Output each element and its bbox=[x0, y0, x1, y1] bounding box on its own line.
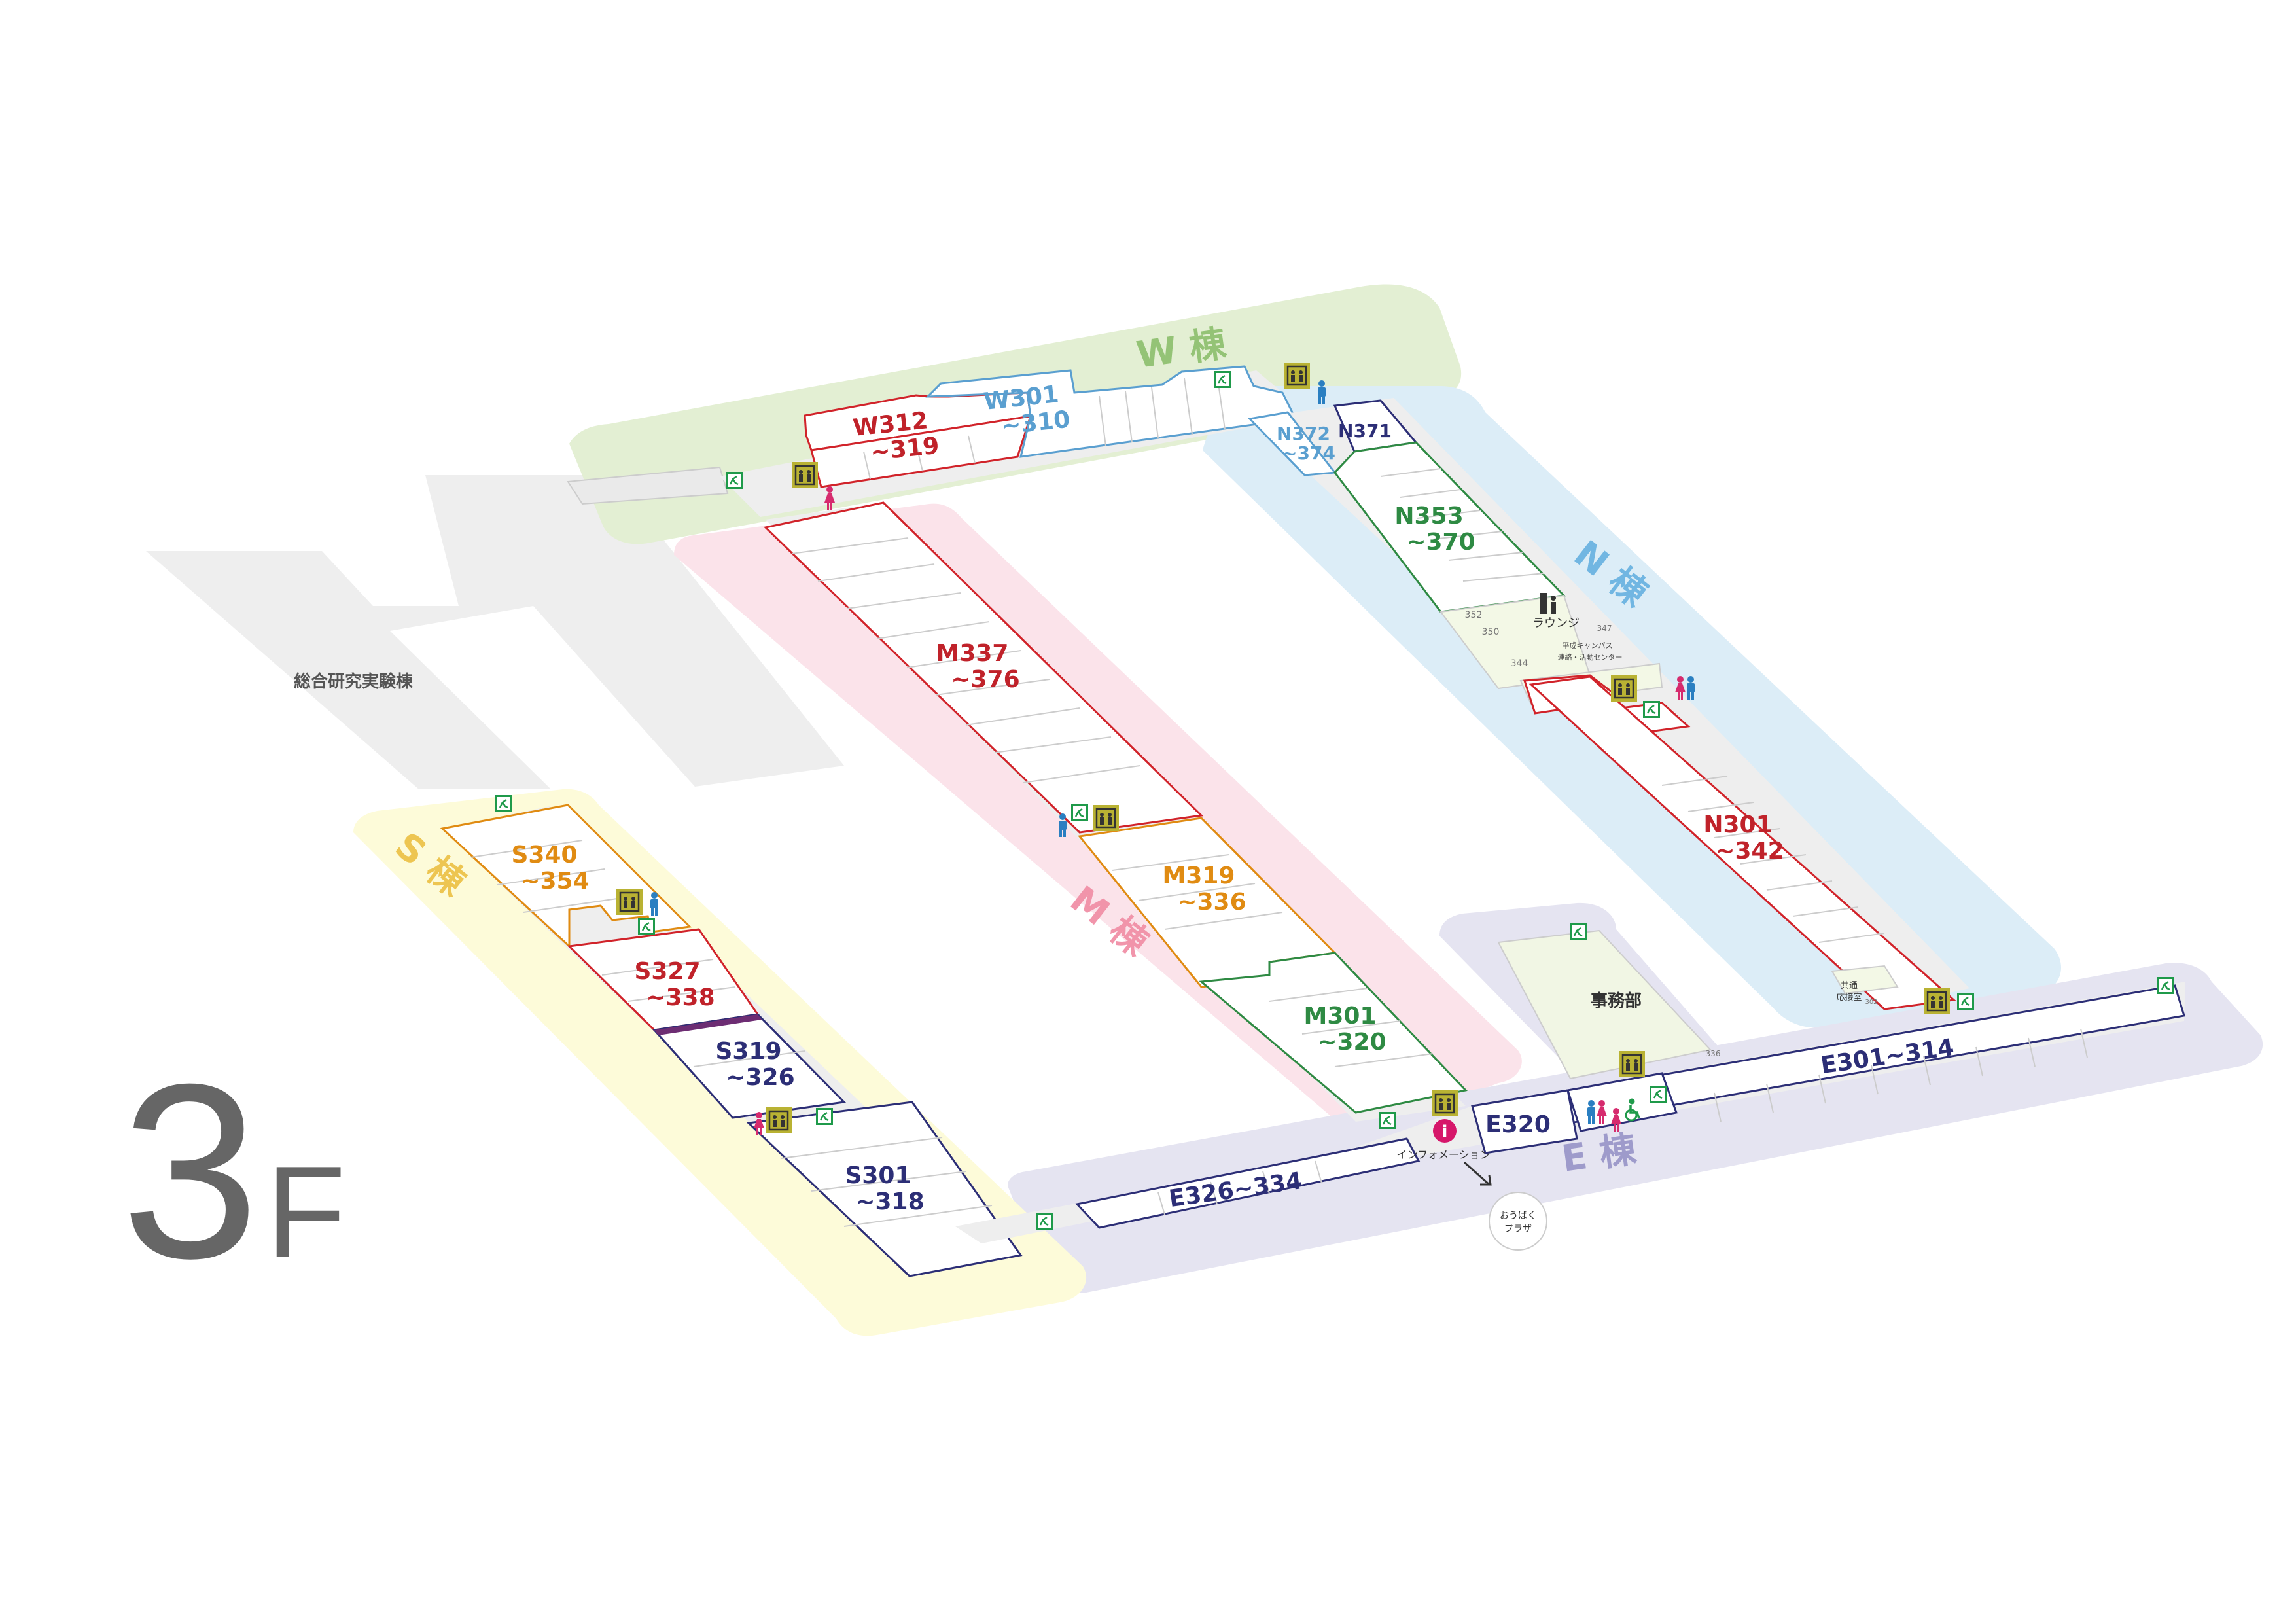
floor-unit: F bbox=[266, 1139, 346, 1285]
info-icon bbox=[1433, 1119, 1457, 1143]
emergency-exit-icon bbox=[1377, 1111, 1397, 1130]
room-e320: E320 bbox=[1485, 1111, 1551, 1138]
emergency-exit-icon bbox=[1956, 991, 1975, 1011]
room-n371: N371 bbox=[1338, 420, 1392, 442]
room-336: 336 bbox=[1706, 1049, 1721, 1058]
emergency-exit-icon bbox=[1070, 803, 1089, 823]
emergency-exit-icon bbox=[1642, 700, 1661, 719]
room-347: 347 bbox=[1597, 624, 1612, 633]
elevator-icon bbox=[1282, 361, 1311, 390]
office-block bbox=[1497, 929, 1712, 1080]
room-labels: W312~319 W301~310 N372~374 N371 N353~370… bbox=[511, 381, 1955, 1215]
emergency-exit-icon bbox=[1034, 1211, 1054, 1231]
h-building-shape bbox=[146, 475, 844, 789]
campus-label-1: 平成キャンパス bbox=[1563, 641, 1613, 650]
plaza-label-1: おうばく bbox=[1500, 1211, 1536, 1221]
elevator-icon bbox=[615, 887, 644, 916]
information-point: i インフォメーション bbox=[1396, 1119, 1492, 1186]
emergency-exit-icon bbox=[1212, 370, 1232, 389]
stairs-icon bbox=[1540, 593, 1556, 614]
elevator-icon bbox=[1922, 987, 1951, 1016]
elevator-icon bbox=[764, 1106, 793, 1135]
oubaku-plaza: おうばく プラザ bbox=[1489, 1192, 1547, 1251]
e-wing-label: E 棟 bbox=[1559, 1128, 1640, 1181]
emergency-exit-icon bbox=[2156, 976, 2176, 995]
floor-label: 3F bbox=[121, 1047, 346, 1296]
emergency-exit-icon bbox=[1648, 1084, 1668, 1104]
emergency-exit-icon bbox=[1568, 922, 1588, 942]
common-label-1: 共通 bbox=[1841, 981, 1858, 991]
room-m319: M319~336 bbox=[1163, 863, 1246, 916]
room-350: 350 bbox=[1482, 627, 1500, 637]
room-s301: S301~318 bbox=[845, 1162, 924, 1215]
emergency-exit-icon bbox=[494, 794, 514, 813]
info-label: インフォメーション bbox=[1396, 1149, 1490, 1161]
common-label-2: 応接室 bbox=[1836, 992, 1862, 1003]
room-s340: S340~354 bbox=[511, 842, 589, 895]
room-s319: S319~326 bbox=[715, 1038, 794, 1091]
room-n372: N372~374 bbox=[1277, 423, 1335, 464]
elevator-icon bbox=[1430, 1089, 1459, 1118]
general-lab-building-label: 総合研究実験棟 bbox=[294, 671, 414, 692]
emergency-exit-icon bbox=[637, 917, 656, 936]
office-building-label: 事務部 bbox=[1591, 991, 1642, 1011]
room-n353: N353~370 bbox=[1394, 503, 1475, 556]
emergency-exit-icon bbox=[815, 1107, 834, 1126]
room-n301: N301~342 bbox=[1703, 812, 1784, 865]
room-s327: S327~338 bbox=[634, 958, 715, 1011]
n-building bbox=[1247, 398, 1969, 1010]
plaza-label-2: プラザ bbox=[1504, 1224, 1532, 1234]
room-m337: M337~376 bbox=[936, 640, 1020, 693]
lounge-label: ラウンジ bbox=[1532, 616, 1580, 630]
small-labels: 352 350 344 347 302 336 ラウンジ 平成キャンパス 連絡・… bbox=[1465, 610, 1878, 1058]
plaza-arrow bbox=[1463, 1161, 1492, 1186]
elevator-icon bbox=[1091, 804, 1120, 832]
elevator-icon bbox=[1610, 674, 1638, 703]
floor-number: 3 bbox=[121, 1032, 260, 1310]
room-344: 344 bbox=[1511, 658, 1528, 669]
campus-label-2: 連絡・活動センター bbox=[1558, 652, 1623, 662]
elevator-icon bbox=[790, 461, 819, 490]
room-302: 302 bbox=[1865, 999, 1877, 1006]
emergency-exit-icon bbox=[724, 471, 744, 490]
info-glyph: i bbox=[1442, 1122, 1448, 1142]
room-352: 352 bbox=[1465, 610, 1483, 620]
connecting-corridor bbox=[567, 466, 729, 505]
room-m301: M301~320 bbox=[1304, 1003, 1386, 1056]
elevator-icon bbox=[1617, 1050, 1646, 1079]
